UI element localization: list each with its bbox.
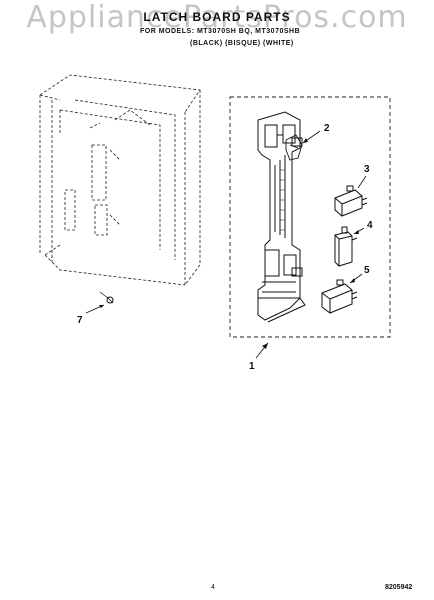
assembly-group-box bbox=[229, 96, 391, 338]
leader-arrow-5 bbox=[350, 278, 355, 283]
color-codes: (BLACK) (BISQUE) (WHITE) bbox=[190, 40, 294, 47]
cabinet-outline bbox=[39, 74, 201, 286]
callout-5: 5 bbox=[364, 265, 370, 276]
leader-line-3 bbox=[357, 175, 367, 189]
latch-board-part-1 bbox=[257, 111, 306, 323]
callout-4: 4 bbox=[367, 220, 373, 231]
document-code: 8205942 bbox=[385, 584, 413, 591]
model-numbers: FOR MODELS: MT3070SH BQ, MT3070SHB bbox=[140, 28, 301, 35]
callout-1: 1 bbox=[249, 361, 255, 372]
latch-lever-part-2 bbox=[285, 134, 303, 161]
page-number: 4 bbox=[211, 584, 215, 591]
callout-2: 2 bbox=[324, 123, 330, 134]
switch-part-4 bbox=[334, 226, 358, 267]
leader-arrow-2 bbox=[303, 138, 308, 143]
page-title: LATCH BOARD PARTS bbox=[143, 10, 291, 24]
leader-arrow-1 bbox=[262, 343, 268, 349]
watermark-text: AppliancePartsPros.com bbox=[26, 0, 408, 35]
latch-board-ribs bbox=[280, 169, 285, 231]
callout-3: 3 bbox=[364, 164, 370, 175]
switch-part-5 bbox=[321, 279, 358, 314]
callout-7: 7 bbox=[77, 315, 83, 326]
leader-arrow-4 bbox=[354, 230, 359, 234]
screw-part-7 bbox=[85, 291, 114, 314]
switch-part-3 bbox=[334, 185, 368, 217]
